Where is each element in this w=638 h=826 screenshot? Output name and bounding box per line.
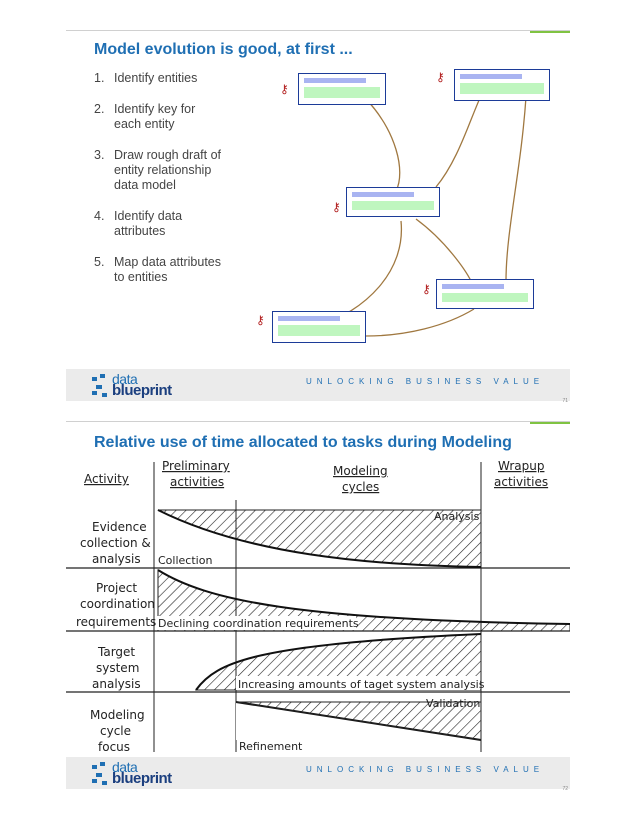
header-modeling: cycles: [342, 480, 379, 494]
tagline: UNLOCKING BUSINESS VALUE: [306, 377, 545, 386]
list-item: 2.Identify key for each entity: [94, 102, 196, 131]
entity-box[interactable]: [272, 311, 366, 343]
tagline: UNLOCKING BUSINESS VALUE: [306, 765, 545, 774]
list-item: 3.Draw rough draft of entity relationshi…: [94, 148, 221, 192]
slide-footer: data blueprint UNLOCKING BUSINESS VALUE …: [66, 757, 570, 792]
slide-footer: data blueprint UNLOCKING BUSINESS VALUE …: [66, 369, 570, 404]
entity-box[interactable]: [454, 69, 550, 101]
key-icon: ⚷: [332, 200, 341, 214]
row-label: requirements: [76, 615, 156, 629]
row-label: system: [96, 661, 139, 675]
key-icon: ⚷: [256, 313, 265, 327]
annotation-refinement: Refinement: [239, 740, 303, 753]
header-preliminary: Preliminary: [162, 459, 230, 473]
annotation-validation: Validation: [426, 697, 480, 710]
key-icon: ⚷: [280, 82, 289, 96]
row-label: Evidence: [92, 520, 147, 534]
key-icon: ⚷: [422, 282, 431, 296]
entity-box[interactable]: [346, 187, 440, 217]
row-label: coordination: [80, 597, 155, 611]
row-label: Target: [97, 645, 135, 659]
row-label: analysis: [92, 552, 141, 566]
page-number: 71: [562, 398, 568, 404]
slide-title: Relative use of time allocated to tasks …: [94, 434, 512, 451]
annotation-analysis: Analysis: [434, 510, 480, 523]
header-wrapup: Wrapup: [498, 459, 544, 473]
list-item: 5.Map data attributes to entities: [94, 255, 222, 284]
row-label: collection &: [80, 536, 151, 550]
header-wrapup: activities: [494, 475, 548, 489]
row-label: Modeling: [90, 708, 145, 722]
row-label: focus: [98, 740, 130, 754]
header-modeling: Modeling: [333, 464, 388, 478]
data-blueprint-logo: data blueprint: [92, 371, 202, 399]
header-activity: Activity: [84, 472, 129, 486]
annotation-target: Increasing amounts of taget system analy…: [238, 678, 485, 691]
row-label: Project: [96, 581, 137, 595]
slide-relative-time: Relative use of time allocated to tasks …: [66, 421, 570, 802]
activity-diagram: Activity Preliminary activities Modeling…: [66, 459, 570, 754]
page-number: 72: [562, 786, 568, 792]
step-list: 1.Identify entities 2.Identify key for e…: [94, 71, 234, 301]
row-label: cycle: [100, 724, 131, 738]
entity-box[interactable]: [436, 279, 534, 309]
data-blueprint-logo: data blueprint: [92, 759, 202, 787]
list-item: 1.Identify entities: [94, 71, 198, 85]
slide-top-bar: [66, 31, 570, 34]
header-preliminary: activities: [170, 475, 224, 489]
entity-box[interactable]: [298, 73, 386, 105]
slide-model-evolution: Model evolution is good, at first ... 1.…: [66, 30, 570, 404]
slide-title: Model evolution is good, at first ...: [94, 41, 353, 58]
slide-top-bar: [66, 422, 570, 425]
key-icon: ⚷: [436, 70, 445, 84]
annotation-coordination: Declining coordination requirements: [158, 617, 359, 630]
annotation-collection: Collection: [158, 554, 212, 567]
list-item: 4.Identify data attributes: [94, 209, 183, 238]
row-label: analysis: [92, 677, 141, 691]
